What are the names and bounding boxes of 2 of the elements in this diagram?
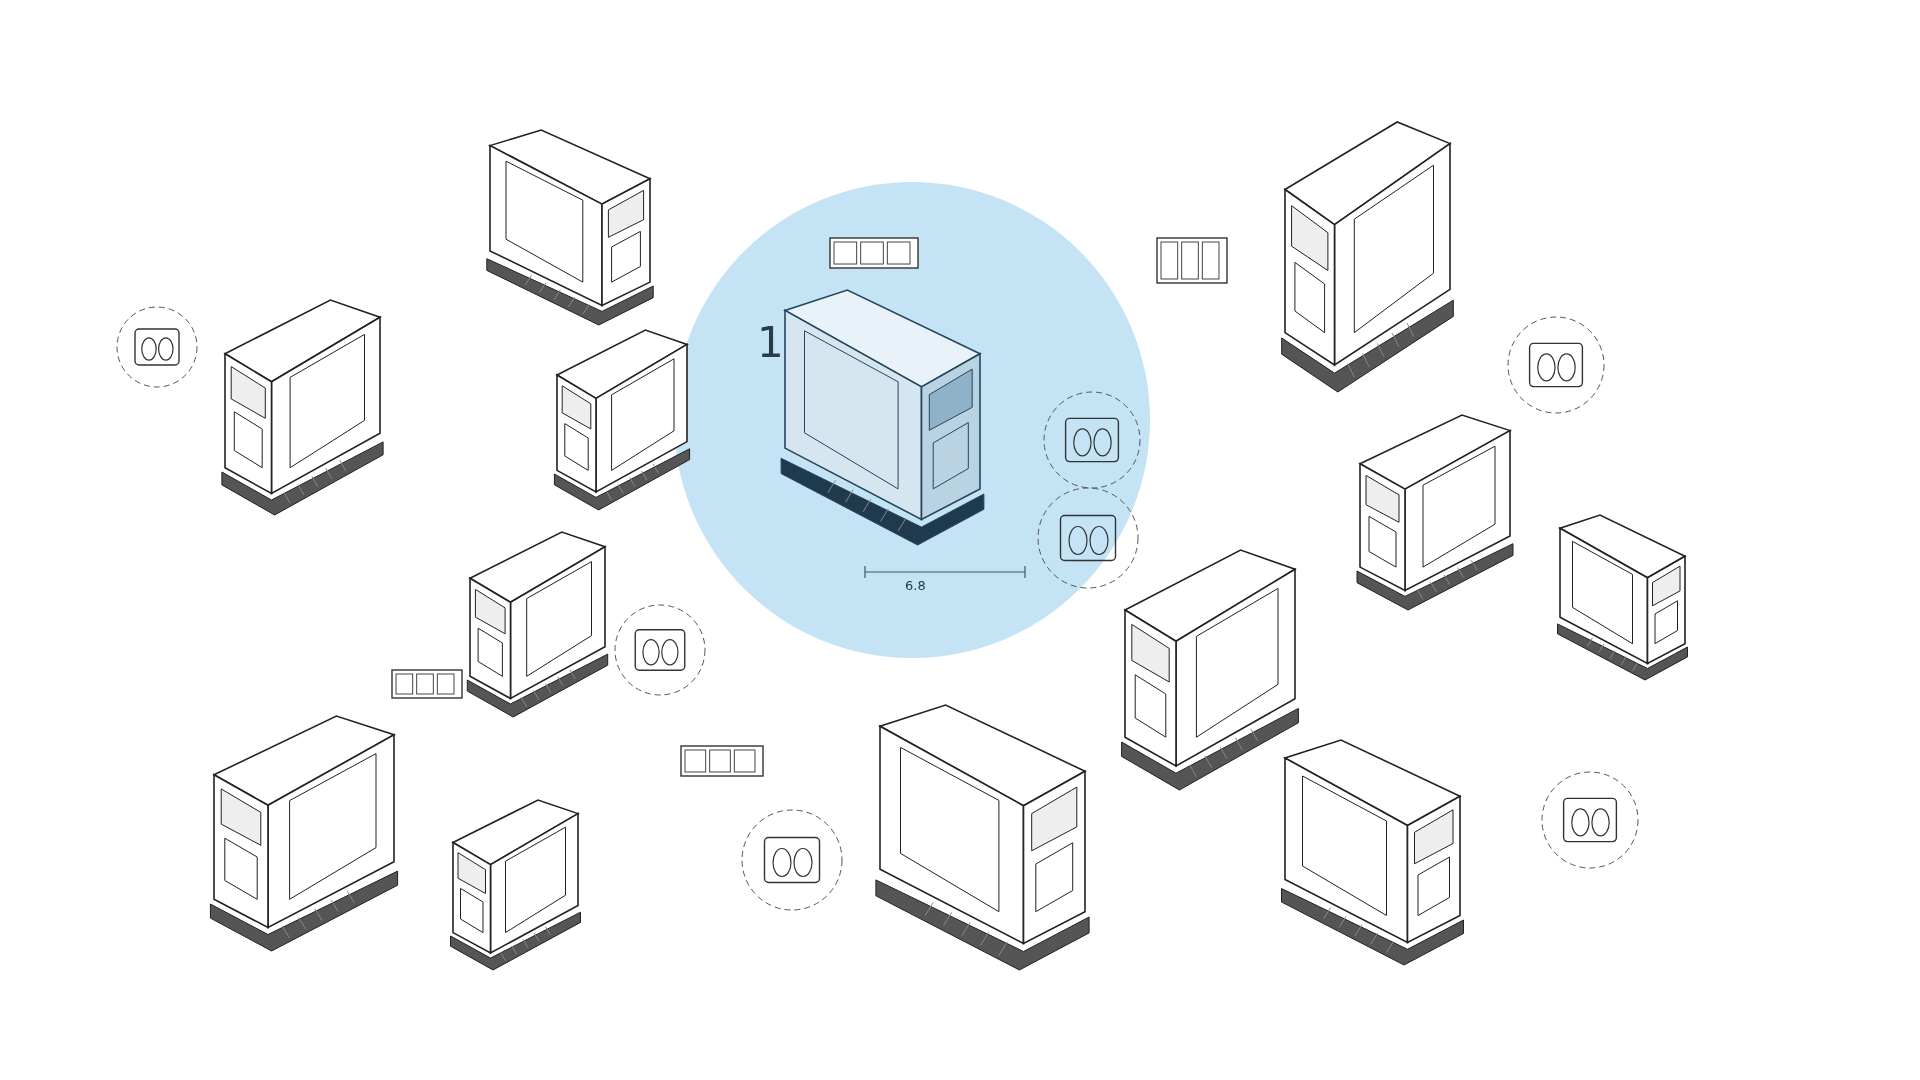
sketch-numeral: 1 [757,318,784,367]
dimension-label: 6.8 [905,578,926,593]
